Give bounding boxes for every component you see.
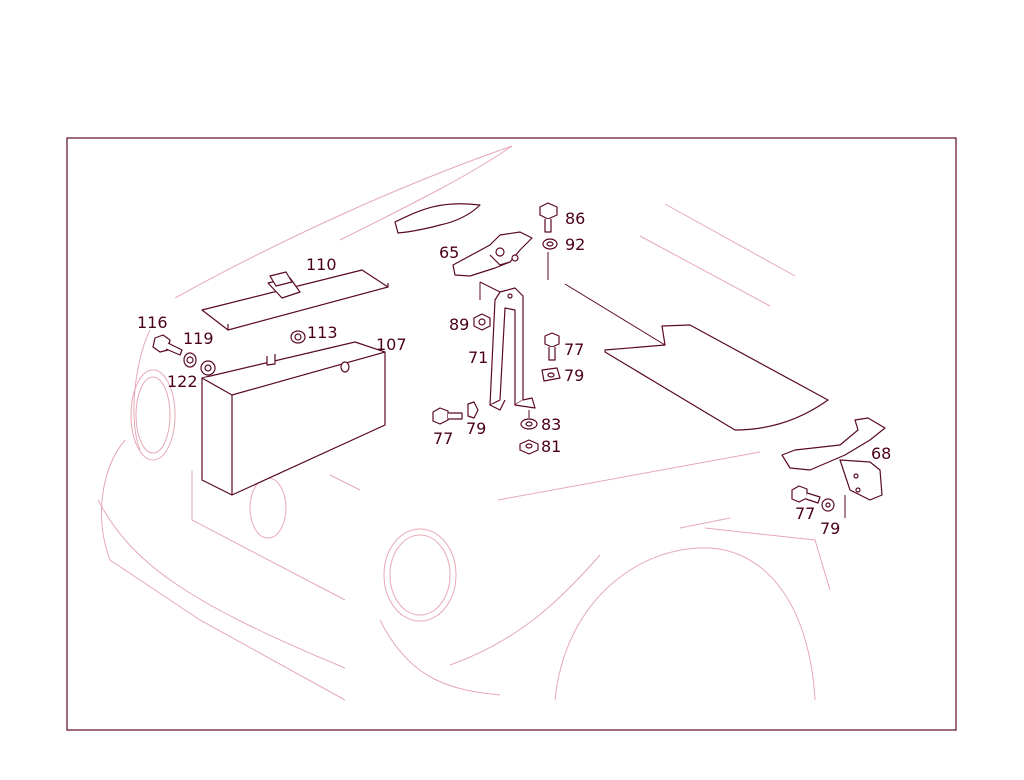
bolt-77-upper [544,332,560,361]
hood-latch-65 [452,231,533,277]
diagram-frame [66,137,957,731]
mounting-bracket-68 [781,417,886,501]
callout-110: 110 [306,255,337,274]
washer-122 [200,360,216,376]
callout-79b: 79 [466,419,486,438]
grommet-113 [290,330,306,344]
bolt-77-lower [791,485,821,504]
callout-65: 65 [439,243,459,262]
callout-119: 119 [183,329,214,348]
bolt-116 [152,334,183,356]
hood-panel [394,203,829,431]
washer-83 [520,418,538,430]
callout-83: 83 [541,415,561,434]
battery-cover-lid [201,269,389,331]
callout-77c: 77 [795,504,815,523]
callout-71: 71 [468,348,488,367]
callout-79c: 79 [820,519,840,538]
callout-77b: 77 [433,429,453,448]
callout-81: 81 [541,437,561,456]
battery-box [201,341,386,496]
callout-107: 107 [376,335,407,354]
washer-79-lower [821,498,835,512]
callout-89: 89 [449,315,469,334]
callout-79a: 79 [564,366,584,385]
washer-92 [542,238,558,250]
bolt-86 [539,202,558,233]
callout-68: 68 [871,444,891,463]
callout-92: 92 [565,235,585,254]
callout-labels: 86 92 65 110 116 119 113 107 122 89 71 7… [137,209,891,538]
nut-89 [473,313,491,331]
callout-86: 86 [565,209,585,228]
vehicle-outline [97,145,831,701]
callout-116: 116 [137,313,168,332]
support-bracket-71 [489,287,536,411]
bolt-77-left [432,407,463,425]
callout-113: 113 [307,323,338,342]
clip-79-left [467,401,479,419]
callout-122: 122 [167,372,198,391]
clip-79-upper [541,367,561,382]
nut-81 [519,439,539,455]
callout-77a: 77 [564,340,584,359]
washer-119 [183,352,197,368]
